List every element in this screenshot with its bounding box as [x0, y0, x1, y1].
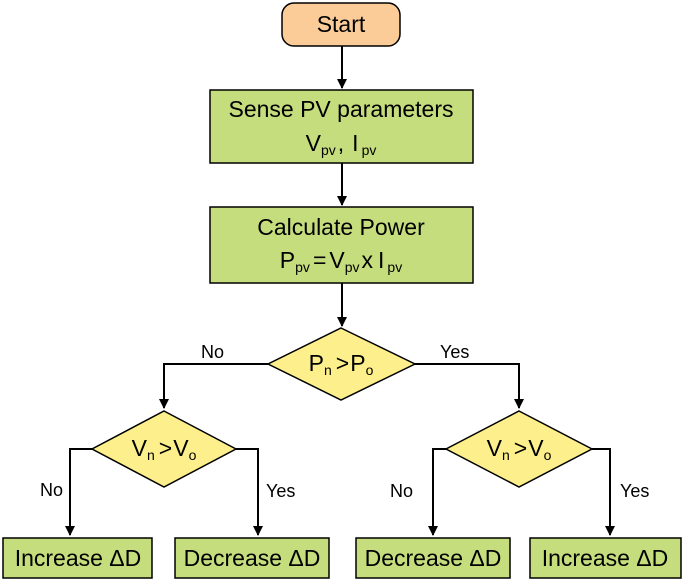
edge-decision-yes [415, 363, 524, 409]
edge-decision-no [159, 363, 268, 409]
edge-left-no [65, 448, 92, 536]
sense-title: Sense PV parameters [228, 96, 453, 122]
decision-right-node: Vn>Vo [444, 410, 594, 488]
label-power-no: No [201, 342, 224, 362]
start-label: Start [317, 11, 366, 37]
start-node: Start [281, 2, 401, 47]
edge-left-yes [236, 448, 263, 536]
output-increase-right-label: Increase ΔD [542, 545, 669, 571]
label-right-yes: Yes [620, 481, 649, 501]
edge-labels: No Yes No Yes No Yes [40, 342, 649, 501]
output-decrease-right-label: Decrease ΔD [365, 545, 502, 571]
decision-power-node: Pn>Po [266, 327, 417, 401]
output-decrease-right: Decrease ΔD [355, 537, 511, 579]
output-increase-right: Increase ΔD [529, 537, 682, 579]
label-left-yes: Yes [266, 481, 295, 501]
calc-title: Calculate Power [257, 214, 425, 240]
decision-power-label: Pn>Po [309, 350, 374, 378]
output-increase-left-label: Increase ΔD [15, 545, 142, 571]
edge-right-yes [592, 448, 615, 536]
decision-left-label: Vn>Vo [132, 435, 197, 463]
edge-right-no [428, 448, 446, 536]
label-left-no: No [40, 480, 63, 500]
output-decrease-left: Decrease ΔD [174, 537, 330, 579]
label-power-yes: Yes [440, 342, 469, 362]
decision-right-label: Vn>Vo [487, 435, 552, 463]
output-increase-left: Increase ΔD [2, 537, 153, 579]
label-right-no: No [390, 481, 413, 501]
connectors [65, 46, 615, 536]
output-decrease-left-label: Decrease ΔD [184, 545, 321, 571]
decision-left-node: Vn>Vo [90, 410, 238, 488]
